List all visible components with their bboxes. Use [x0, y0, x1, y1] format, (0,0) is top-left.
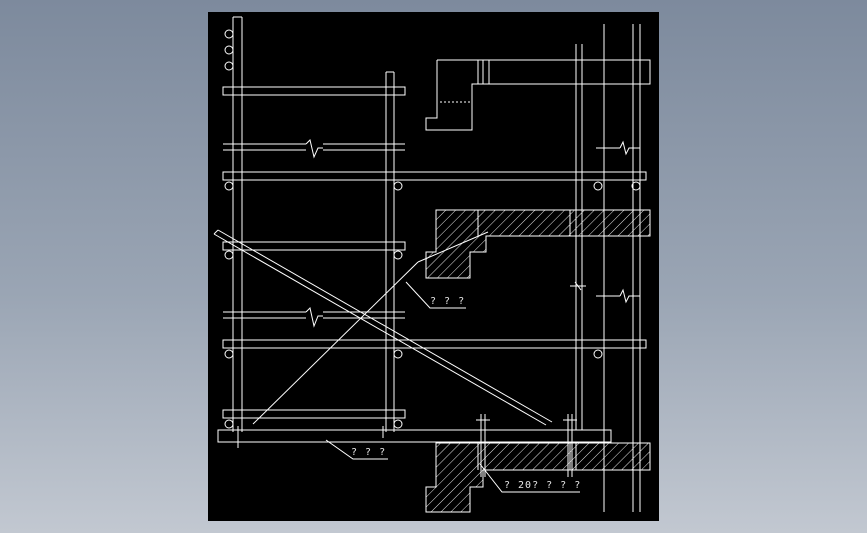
ledger-7 [222, 409, 406, 429]
cantilever-beam [217, 426, 612, 448]
brace-note-label: ? ? ? [430, 296, 465, 307]
ledger-6-long [222, 339, 647, 359]
anchor-note-label: ? 20? ? ? ? [504, 480, 581, 491]
beam-note-label: ? ? ? [351, 447, 386, 458]
leader-lines [325, 281, 580, 493]
ledger-4 [222, 241, 406, 260]
ledger-3-long [222, 171, 647, 191]
right-break-marks [570, 140, 640, 304]
cad-viewport[interactable]: ? ? ? ? ? ? ? 20? ? ? ? [208, 12, 659, 521]
building-column-lines [575, 24, 641, 512]
ledger-1 [222, 86, 406, 96]
scaffold-section-drawing: ? ? ? ? ? ? ? 20? ? ? ? [213, 16, 651, 513]
middle-slab-section [425, 209, 651, 279]
inner-standard [224, 16, 243, 432]
bottom-slab-section [425, 442, 651, 513]
anchor-bolts [476, 414, 577, 477]
ledger-2-break [223, 139, 405, 159]
ledger-5-break [223, 307, 405, 328]
diagonal-brace [213, 229, 553, 426]
outer-standard [385, 71, 395, 432]
upper-beam-section [425, 59, 651, 131]
